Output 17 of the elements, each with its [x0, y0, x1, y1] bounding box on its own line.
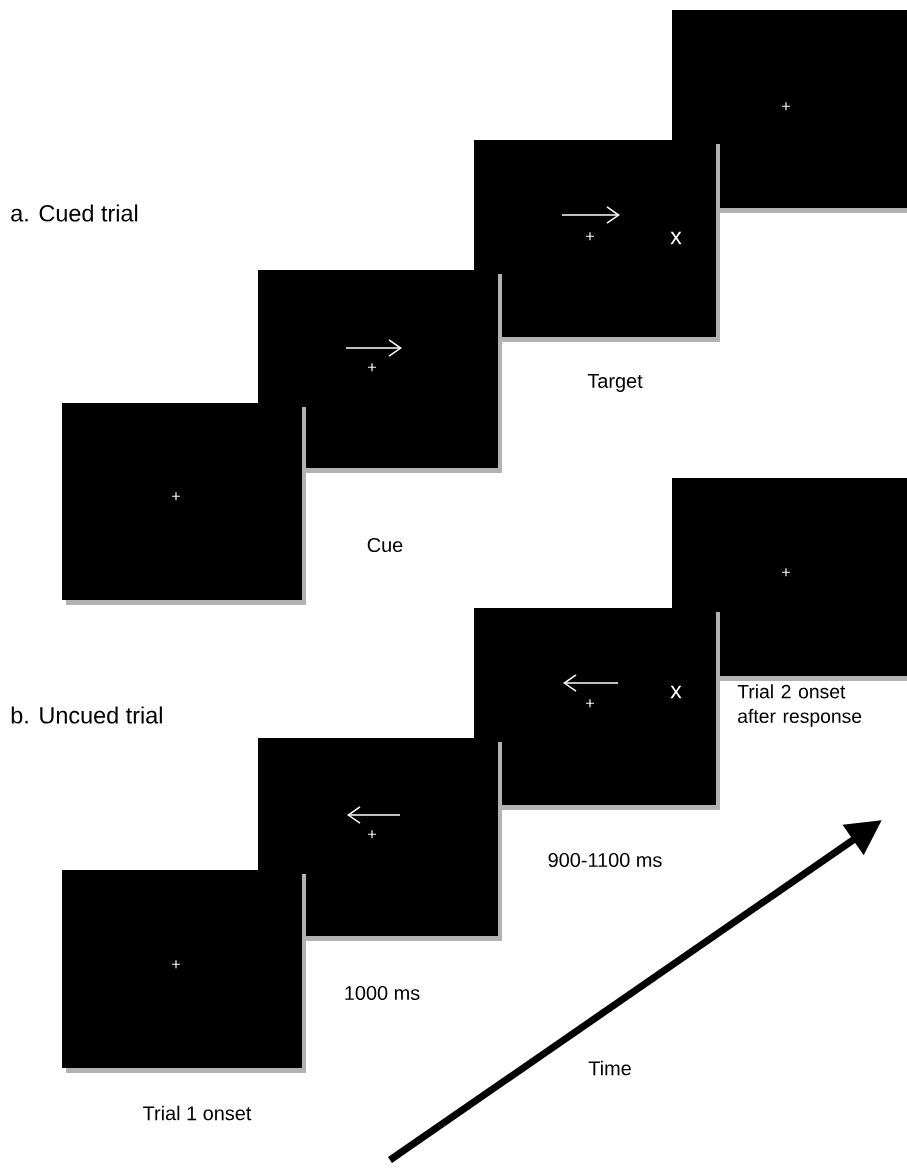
screen-caption: 1000 ms: [345, 985, 420, 1001]
screen-caption: Target: [587, 374, 643, 392]
fixation-cross: +: [586, 232, 594, 241]
axis-label: Time: [588, 1060, 631, 1076]
screen-caption: 900-1100 ms: [548, 852, 662, 868]
fixation-cross: +: [368, 363, 376, 372]
panel-label: b. Uncued trial: [11, 706, 162, 724]
fixation-cross: +: [172, 960, 180, 969]
target-mark: x: [670, 231, 682, 245]
screen-caption: Trial 2 onset after response: [737, 684, 862, 727]
screen-caption: Cue: [367, 537, 403, 553]
panel-label: a. Cued trial: [11, 204, 138, 222]
fixation-cross: +: [172, 492, 180, 501]
fixation-cross: +: [368, 830, 376, 839]
fixation-cross: +: [586, 699, 594, 708]
screen-caption: Trial 1 onset: [143, 1105, 252, 1121]
target-mark: x: [670, 685, 682, 699]
